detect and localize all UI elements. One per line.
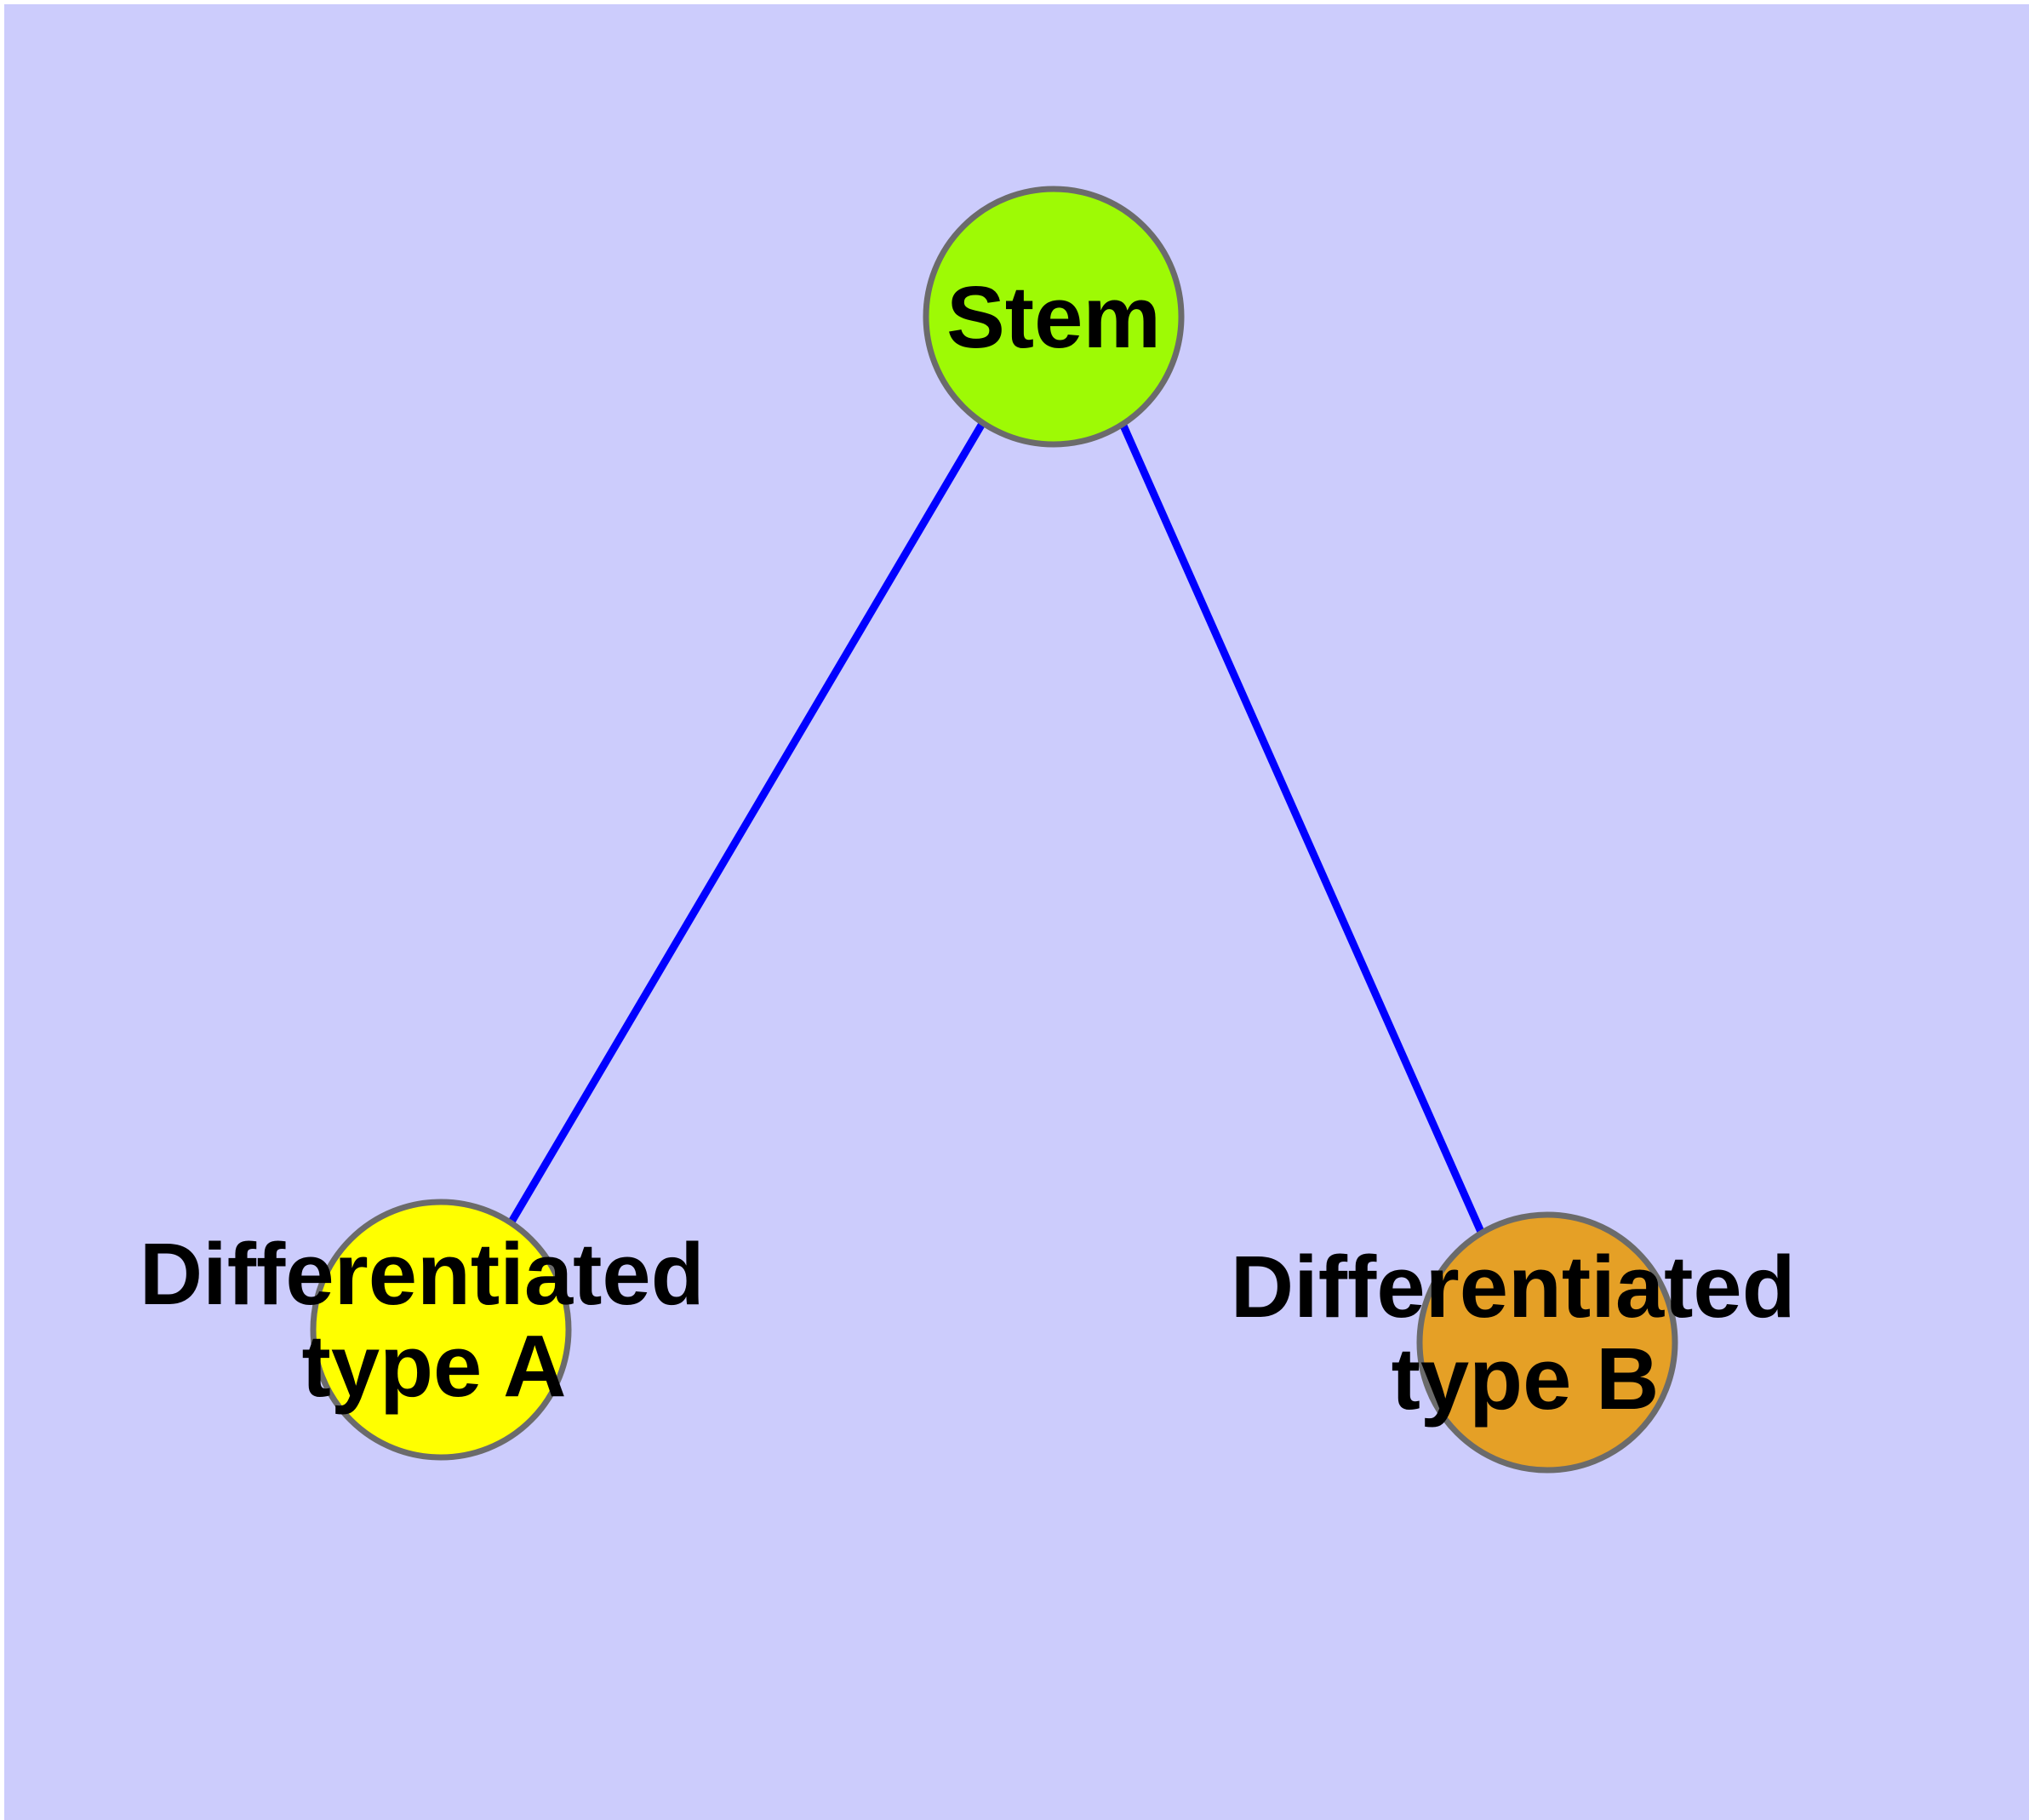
edges-layer [507, 420, 1485, 1233]
node-diff-a[interactable]: Differentiated type A [140, 1199, 729, 1461]
node-diff-a-circle[interactable] [310, 1199, 572, 1461]
node-diff-b[interactable]: Differentiated type B [1231, 1211, 1820, 1474]
node-stem[interactable]: Stem [923, 186, 1185, 448]
node-stem-label: Stem [946, 268, 1161, 366]
edge-stem-to-diff-b[interactable] [1119, 424, 1485, 1233]
nodes-layer: Stem Differentiated type A Differentiate… [140, 186, 1820, 1474]
node-diff-a-label-line-1: Differentiated [140, 1225, 705, 1323]
node-diff-b-label-line-2: type B [1392, 1330, 1660, 1428]
node-diff-b-circle[interactable] [1416, 1211, 1678, 1474]
node-diff-a-label: Differentiated type A [140, 1225, 729, 1415]
edge-stem-to-diff-a[interactable] [507, 420, 986, 1226]
node-diff-a-label-line-2: type A [302, 1317, 567, 1415]
node-stem-label-line-1: Stem [946, 268, 1161, 366]
node-diff-b-label-line-1: Differentiated [1231, 1238, 1796, 1336]
node-diff-b-label: Differentiated type B [1231, 1238, 1820, 1428]
node-stem-circle[interactable] [923, 186, 1185, 448]
